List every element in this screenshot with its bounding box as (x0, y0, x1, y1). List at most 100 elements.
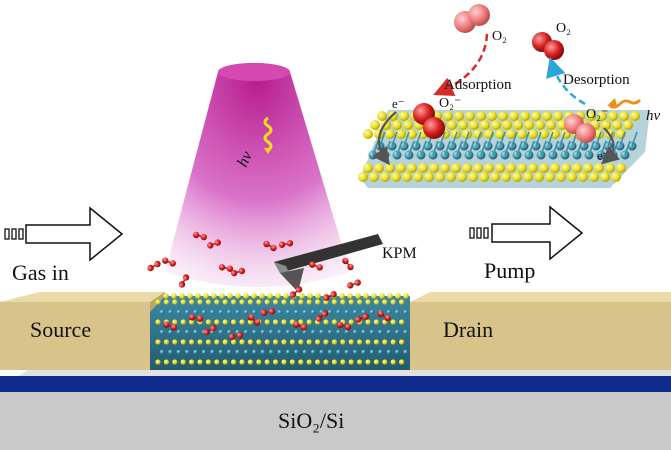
sulfur-atom (387, 293, 393, 299)
sulfur-atom (523, 172, 533, 182)
sulfur-atom (490, 172, 500, 182)
oxygen-atom (347, 263, 354, 271)
bond (535, 131, 542, 147)
sulfur-atom (281, 339, 287, 345)
sulfur-atom (608, 111, 618, 121)
sulfur-atom (281, 299, 287, 305)
sulfur-atom (600, 172, 610, 182)
molybdenum-atom (353, 329, 358, 335)
oxygen-atom (354, 279, 361, 286)
sulfur-atom (219, 293, 225, 299)
oxygen-atom (330, 291, 337, 298)
sulfur-atom (468, 172, 478, 182)
bond (396, 140, 403, 156)
sulfur-atom (495, 163, 505, 173)
sulfur-atom (403, 293, 409, 299)
molybdenum-atom (395, 329, 400, 335)
sulfur-atom (623, 120, 633, 130)
bond (480, 140, 487, 156)
o2-molecule (323, 291, 337, 301)
sulfur-atom (298, 339, 304, 345)
sulfur-atom (231, 339, 237, 345)
molybdenum-atom (277, 349, 282, 355)
o2-molecule (278, 240, 294, 248)
oxygen-atom (336, 321, 344, 329)
device (0, 292, 671, 450)
photon-wave-right-icon (607, 98, 641, 109)
sulfur-atom (390, 299, 396, 305)
sulfur-atom (373, 299, 379, 305)
sulfur-atom (355, 293, 361, 299)
sulfur-atom (395, 293, 401, 299)
o2-molecule (309, 261, 323, 271)
sulfur-atom (458, 120, 468, 130)
molybdenum-atom (378, 349, 383, 355)
molybdenum-atom (269, 329, 274, 335)
sulfur-atom (247, 359, 253, 365)
molybdenum-atom (218, 349, 223, 355)
sulfur-atom (235, 293, 241, 299)
sulfur-atom (155, 319, 161, 325)
molybdenum-atom (185, 329, 190, 335)
sulfur-atom (535, 120, 545, 130)
sulfur-atom (227, 293, 233, 299)
sulfur-atom (443, 111, 453, 121)
oxygen-atom (170, 324, 177, 331)
oxygen-atom (263, 240, 270, 248)
sulfur-atom (501, 172, 511, 182)
sulfur-atom (506, 163, 516, 173)
drain-contact (410, 292, 671, 370)
sulfur-atom (619, 111, 629, 121)
sulfur-atom (553, 111, 563, 121)
sulfur-atom (517, 163, 527, 173)
molybdenum-atom (369, 329, 375, 335)
sulfur-atom (365, 319, 371, 325)
sulfur-atom (331, 299, 337, 305)
sulfur-atom (155, 299, 161, 305)
sulfur-atom (390, 339, 396, 345)
sulfur-atom (424, 172, 434, 182)
sulfur-atom (545, 172, 555, 182)
molybdenum-atom (344, 329, 349, 335)
sulfur-atom (572, 163, 582, 173)
sulfur-atom (357, 359, 363, 365)
o2-molecule (147, 260, 161, 272)
desorption-label: Desorption (563, 72, 630, 88)
oxygen-atom (169, 260, 176, 267)
sulfur-atom (561, 163, 571, 173)
oxygen-atom (289, 291, 297, 298)
sulfur-atom (197, 299, 203, 305)
o2-right-label: O₂ (556, 21, 571, 36)
sulfur-atom (180, 299, 186, 305)
molybdenum-atom (403, 349, 408, 355)
sulfur-atom (586, 111, 596, 121)
molybdenum-atom (285, 349, 291, 355)
sulfur-atom (187, 293, 193, 299)
sulfur-atom (231, 319, 237, 325)
sulfur-atom (373, 359, 379, 365)
molybdenum-atom (294, 309, 299, 315)
oxygen-atom (260, 309, 268, 316)
oxygen-atom (268, 308, 276, 315)
sulfur-atom (239, 299, 245, 305)
oxygen-atom (278, 241, 286, 248)
kpm-probe (274, 234, 383, 292)
sulfur-atom (509, 111, 519, 121)
sulfur-atom (155, 359, 161, 365)
molybdenum-atom (193, 329, 198, 335)
sulfur-atom (550, 129, 560, 139)
sulfur-atom (369, 172, 379, 182)
sulfur-atom (469, 120, 479, 130)
sulfur-atom (370, 120, 380, 130)
sulfur-atom (205, 339, 211, 345)
sulfur-atom (385, 129, 395, 139)
molybdenum-atom (176, 349, 181, 355)
sulfur-atom (348, 319, 354, 325)
sulfur-atom (612, 120, 622, 130)
sulfur-atom (273, 339, 279, 345)
sulfur-atom (385, 163, 395, 173)
sulfur-atom (597, 111, 607, 121)
molybdenum-atom (294, 329, 299, 335)
bond (516, 140, 523, 156)
molybdenum-atom (361, 329, 366, 335)
